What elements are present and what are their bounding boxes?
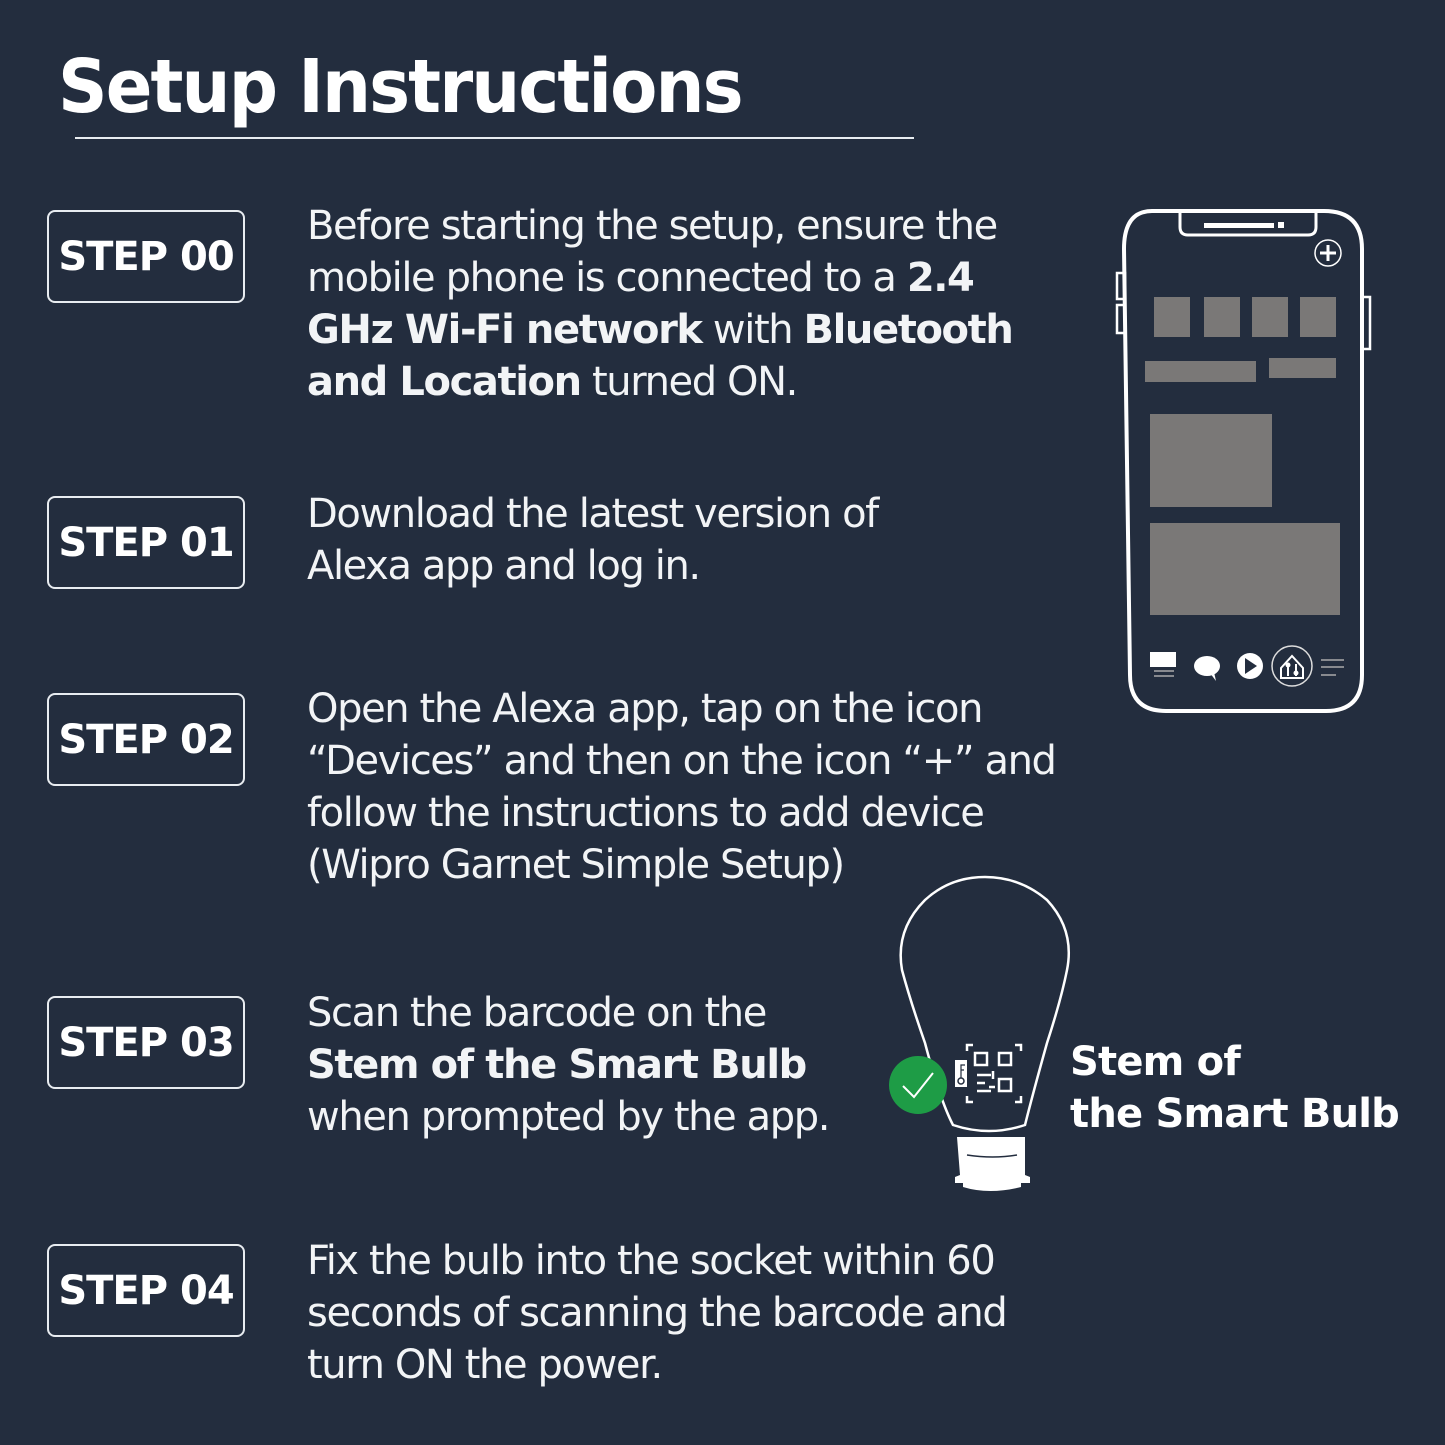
body-text: Scan the barcode on the: [307, 990, 767, 1036]
devices-home-icon: [1271, 645, 1313, 687]
step-text-line: follow the instructions to add device: [307, 787, 1056, 839]
menu-icon: [1321, 659, 1344, 676]
step-03-badge: STEP 03: [47, 996, 245, 1089]
chat-icon: [1194, 656, 1220, 681]
step-text-line: “Devices” and then on the icon “+” and: [307, 735, 1057, 787]
step-text-line: GHz Wi-Fi network with Bluetooth: [307, 304, 1014, 356]
phone-speaker: [1204, 223, 1274, 228]
step-text-line: Fix the bulb into the socket within 60: [307, 1235, 1006, 1287]
step-04-text: Fix the bulb into the socket within 60 se…: [307, 1235, 1008, 1391]
step-text-line: Download the latest version of: [307, 488, 879, 540]
step-text-line: Scan the barcode on the: [307, 987, 829, 1039]
body-text: Alexa app and log in.: [307, 543, 701, 589]
body-text: Download the latest version of: [307, 491, 879, 537]
body-text: Before starting the setup, ensure the: [307, 203, 998, 249]
emphasis-text: GHz Wi-Fi network: [307, 307, 703, 353]
step-text-line: turn ON the power.: [307, 1339, 1006, 1391]
body-text: seconds of scanning the barcode and: [307, 1290, 1008, 1336]
body-text: mobile phone is connected to a: [307, 255, 907, 301]
body-text: “Devices” and then on the icon “+” and: [307, 738, 1057, 784]
step-text-line: mobile phone is connected to a 2.4: [307, 252, 1012, 304]
key-icon: [955, 1060, 967, 1087]
body-text: Fix the bulb into the socket within 60: [307, 1238, 996, 1284]
bulb-base: [955, 1137, 1030, 1191]
step-text-line: seconds of scanning the barcode and: [307, 1287, 1008, 1339]
display-icon: [1150, 652, 1176, 677]
page-title: Setup Instructions: [58, 44, 744, 130]
step-02-text: Open the Alexa app, tap on the icon “Devi…: [307, 683, 1057, 891]
step-text-line: and Location turned ON.: [307, 356, 1012, 408]
check-icon: [889, 1056, 947, 1114]
step-text-line: Stem of the Smart Bulb: [307, 1039, 829, 1091]
phone-notch: [1178, 213, 1318, 237]
body-text: turn ON the power.: [307, 1342, 663, 1388]
emphasis-text: Stem of the Smart Bulb: [307, 1042, 807, 1088]
phone-illustration: [1115, 209, 1372, 713]
step-01-badge: STEP 01: [47, 496, 245, 589]
bulb-label-line-2: the Smart Bulb: [1070, 1091, 1400, 1137]
add-icon: [1314, 239, 1342, 267]
body-text: turned ON.: [580, 359, 798, 405]
body-text: (Wipro Garnet Simple Setup): [307, 842, 845, 888]
step-text-line: Before starting the setup, ensure the: [307, 200, 1012, 252]
bulb-glass-outline: [899, 875, 1071, 1133]
qr-code-icon: [965, 1043, 1023, 1104]
emphasis-text: 2.4: [906, 255, 975, 301]
step-text-line: when prompted by the app.: [307, 1091, 830, 1143]
step-text-line: (Wipro Garnet Simple Setup): [307, 839, 1056, 891]
body-text: Open the Alexa app, tap on the icon: [307, 686, 983, 732]
bulb-illustration: [889, 875, 1071, 1191]
body-text: follow the instructions to add device: [307, 790, 985, 836]
step-02-badge: STEP 02: [47, 693, 245, 786]
body-text: when prompted by the app.: [307, 1094, 830, 1140]
step-text-line: Open the Alexa app, tap on the icon: [307, 683, 1056, 735]
bulb-stem-label: Stem of the Smart Bulb: [1070, 1036, 1400, 1140]
step-04-badge: STEP 04: [47, 1244, 245, 1337]
title-underline: [75, 137, 914, 139]
emphasis-text: and Location: [307, 359, 582, 405]
step-text-line: Alexa app and log in.: [307, 540, 878, 592]
step-01-text: Download the latest version of Alexa app …: [307, 488, 879, 592]
phone-frame: [1121, 209, 1364, 713]
play-icon: [1237, 653, 1263, 679]
bulb-label-line-1: Stem of: [1070, 1039, 1241, 1085]
emphasis-text: Bluetooth: [803, 307, 1014, 353]
body-text: with: [701, 307, 804, 353]
phone-content-placeholders: [1145, 297, 1340, 615]
step-00-badge: STEP 00: [47, 210, 245, 303]
